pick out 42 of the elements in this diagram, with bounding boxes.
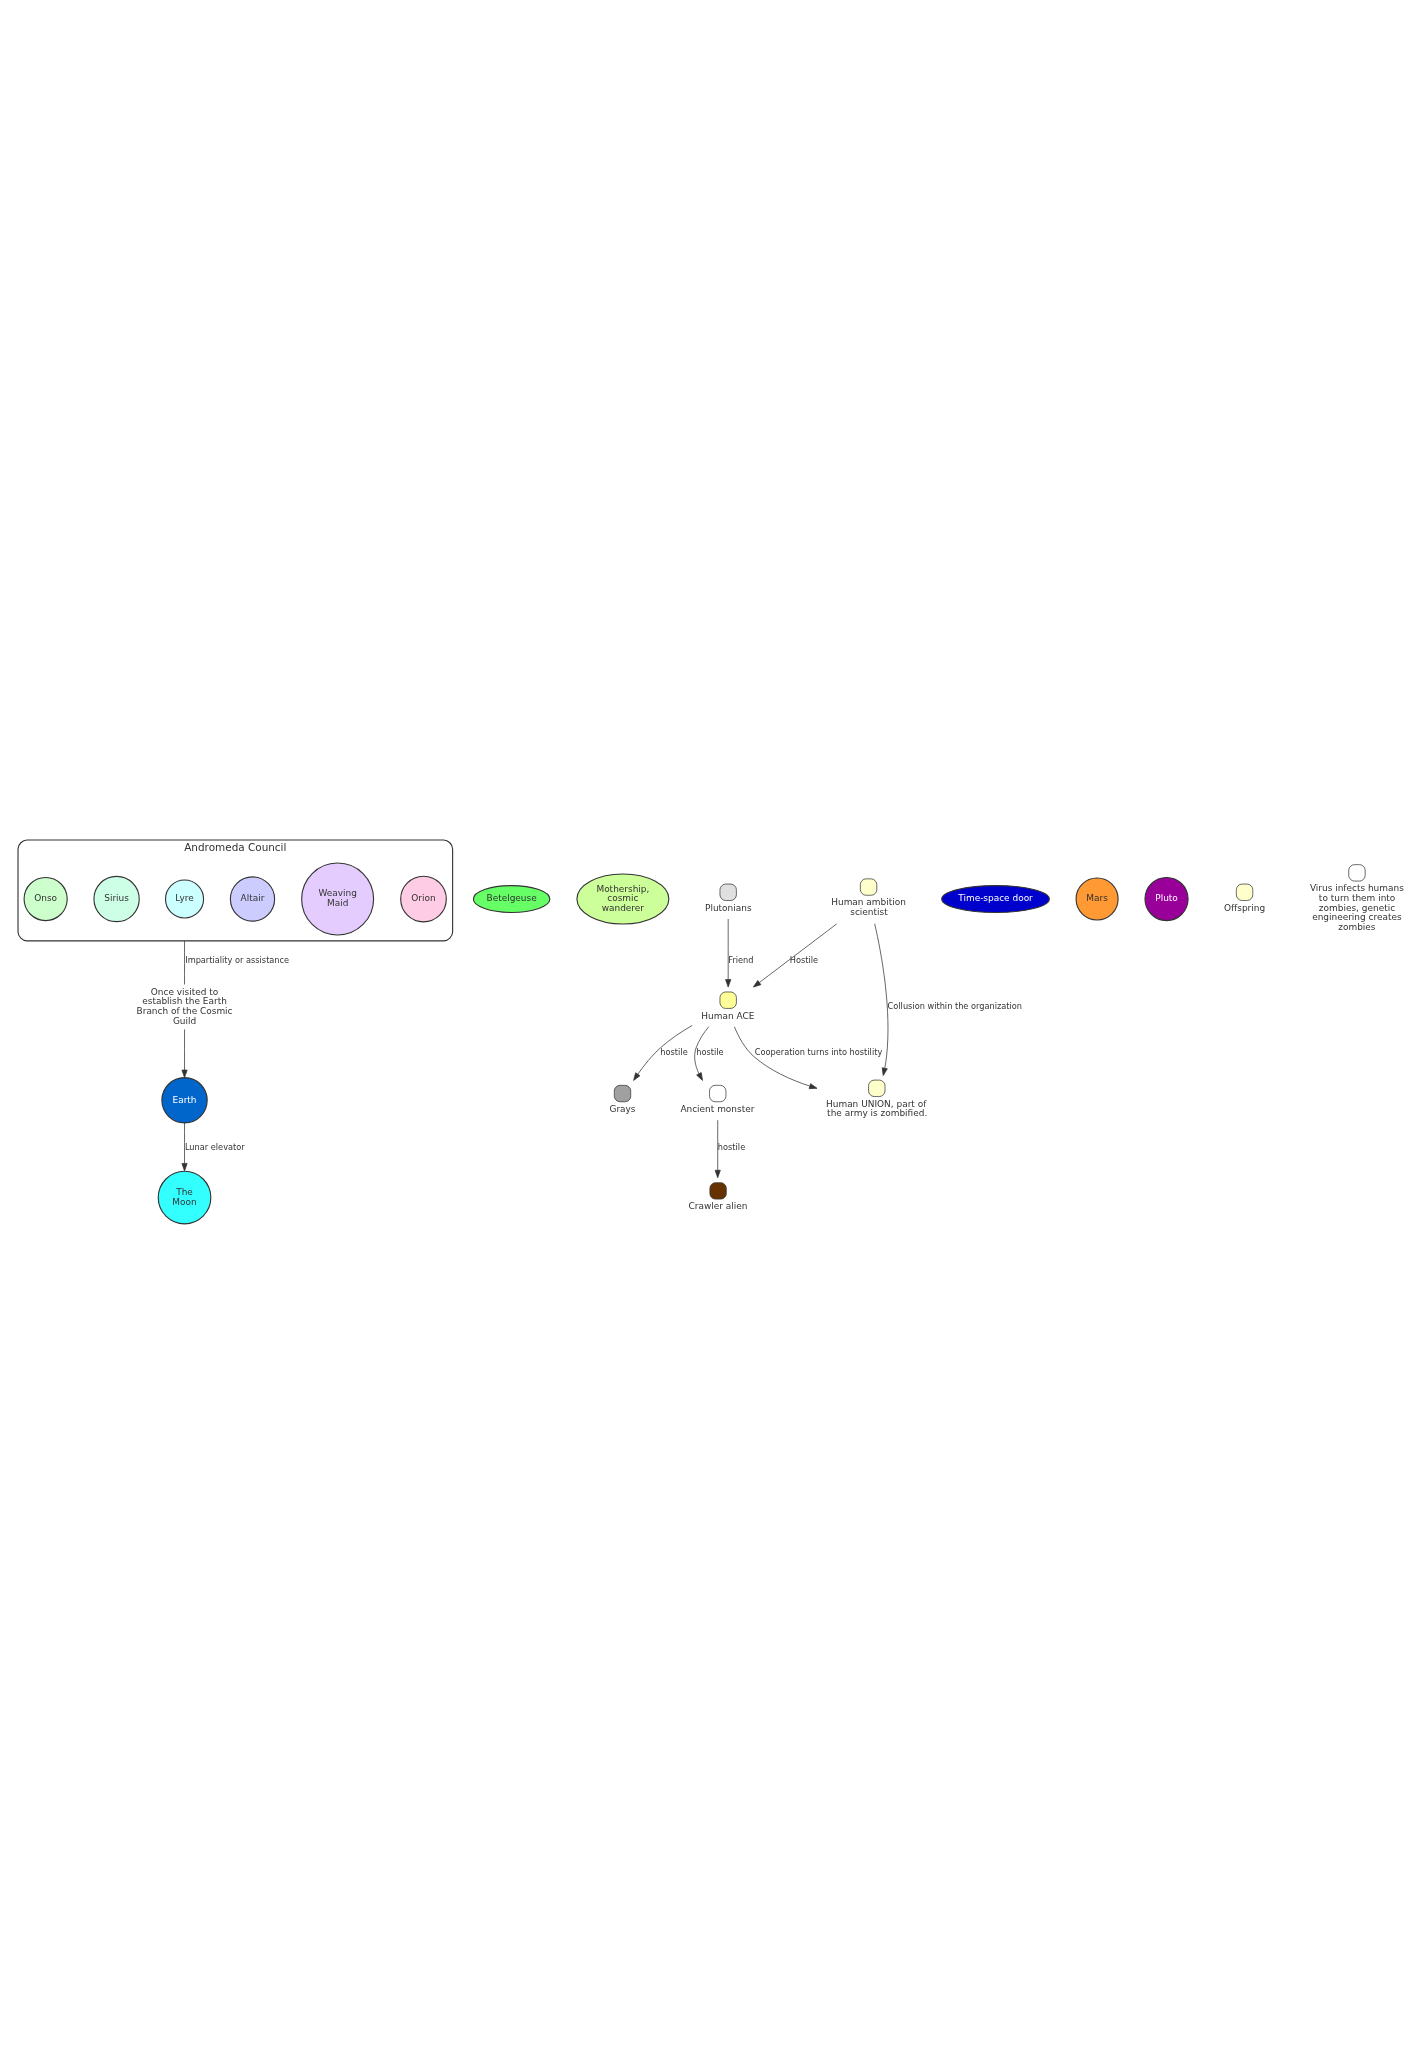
node-circle: Orion (400, 875, 447, 923)
node-label: Virus infects humans to turn them into zombies, genetic engineering creates zombies (1309, 883, 1404, 933)
node-text: Once visited to establish the Earth Branch of the Cosmic Guild (136, 986, 233, 1026)
arrow (714, 1119, 721, 1179)
node-label: Crawler alien (688, 1201, 748, 1212)
edge-label: Impartiality or assistance (185, 955, 290, 966)
arrow (694, 1026, 710, 1081)
arrow (874, 923, 889, 1076)
node-circle: Altair (229, 876, 276, 922)
arrow (633, 1025, 693, 1081)
node-circle: The Moon (157, 1170, 212, 1225)
edge-label: Lunar elevator (184, 1142, 245, 1153)
node-label: Grays (609, 1103, 636, 1114)
arrow (181, 1122, 188, 1172)
node-circle: Mars (1075, 877, 1119, 921)
edge-label: Friend (728, 955, 754, 966)
arrow (181, 1029, 188, 1078)
arrow (753, 923, 838, 988)
edge-label: Collusion within the organization (887, 1001, 1023, 1012)
node-circle: Onso (23, 876, 68, 922)
arrow (725, 918, 732, 988)
node-circle: Weaving Maid (301, 862, 375, 936)
node-label: Plutonians (705, 902, 752, 913)
node-label: Human ACE (701, 1010, 755, 1021)
connector (184, 940, 185, 985)
node-label: Ancient monster (680, 1103, 755, 1114)
node-circle: Lyre (164, 879, 205, 919)
node-ellipse: Mothership, cosmic wanderer (576, 873, 670, 925)
arrow (734, 1026, 818, 1089)
node-circle: Earth (161, 1077, 208, 1124)
edge-label: Cooperation turns into hostility (754, 1046, 883, 1057)
edge-label: Hostile (789, 955, 819, 966)
node-label: Offspring (1224, 902, 1266, 913)
node-circle: Pluto (1144, 876, 1189, 922)
node-label: Human UNION, part of the army is zombified. (826, 1098, 928, 1119)
node-ellipse: Betelgeuse (472, 885, 551, 913)
edge-label: hostile (696, 1046, 724, 1057)
node-ellipse: Time-space door (941, 885, 1050, 913)
edge-label: hostile (717, 1142, 746, 1153)
edge-label: hostile (660, 1046, 688, 1057)
node-circle: Sirius (93, 875, 140, 923)
node-label: Human ambition scientist (831, 897, 906, 918)
